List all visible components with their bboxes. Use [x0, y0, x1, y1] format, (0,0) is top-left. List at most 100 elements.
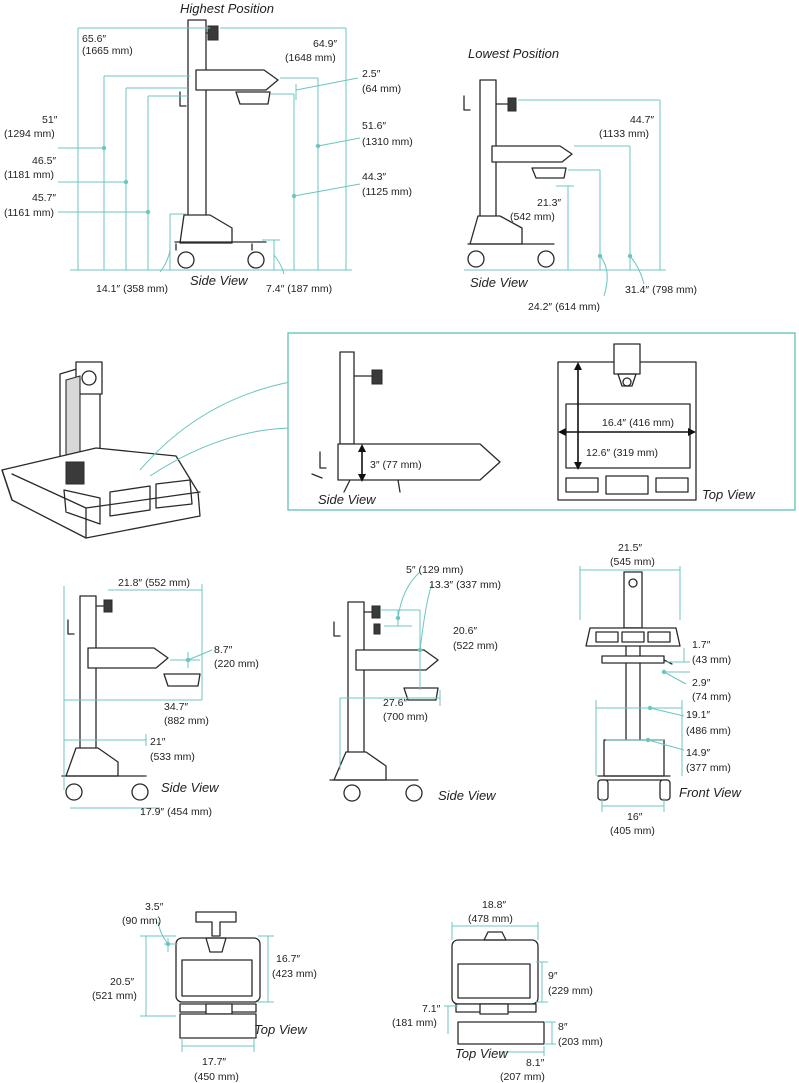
dim-21-5-metric: (545 mm)	[610, 556, 655, 568]
dim-2-5-metric: (64 mm)	[362, 83, 401, 95]
dim-20-6-metric: (522 mm)	[453, 640, 498, 652]
dim-3-5-imperial: 3.5″	[145, 901, 164, 913]
tray-side-drawing	[311, 351, 501, 493]
handle	[179, 91, 187, 107]
lowest-position-diagram: Lowest Position 44.7″ (1133 mm) 21	[463, 46, 697, 313]
cart-lowest-drawing	[463, 79, 573, 268]
dim-2-9-imperial: 2.9″	[692, 677, 711, 689]
callout-curve-top	[139, 381, 291, 471]
side-a-view-label: Side View	[161, 780, 220, 795]
dim-64-9-metric: (1648 mm)	[285, 52, 336, 64]
dim-24-2-label: 24.2″ (614 mm)	[528, 301, 600, 313]
side-view-a-diagram: 21.8″ (552 mm) 8.7″ (220 mm) 34.7″ (882 …	[61, 577, 259, 818]
cart-side-b-drawing	[329, 601, 439, 802]
dim-19-1-imperial: 19.1″	[686, 709, 710, 721]
dim-14-9-imperial: 14.9″	[686, 747, 710, 759]
dim-16-metric: (405 mm)	[610, 825, 655, 837]
dim-16-7-imperial: 16.7″	[276, 953, 300, 965]
dim-14-1-label: 14.1″ (358 mm)	[96, 283, 168, 295]
dim-20-5-metric: (521 mm)	[92, 990, 137, 1002]
highest-position-diagram: Highest Position	[4, 1, 413, 295]
top-a-view-label: Top View	[254, 1022, 308, 1037]
lowest-side-view-label: Side View	[470, 275, 529, 290]
dim-31-4-label: 31.4″ (798 mm)	[625, 284, 697, 296]
dim-21-metric: (533 mm)	[150, 751, 195, 763]
dim-17-7-metric: (450 mm)	[194, 1071, 239, 1083]
cart-front-drawing	[585, 571, 681, 801]
dim-34-7-metric: (882 mm)	[164, 715, 209, 727]
tray-detail-frame	[287, 332, 796, 511]
dim-12-6-label: 12.6″ (319 mm)	[586, 447, 658, 459]
dim-45-7-imperial: 45.7″	[32, 192, 56, 204]
dim-16-7-metric: (423 mm)	[272, 968, 317, 980]
side-b-view-label: Side View	[438, 788, 497, 803]
front-view-label: Front View	[679, 785, 743, 800]
dim-5-label: 5″ (129 mm)	[406, 564, 463, 576]
dim-20-5-imperial: 20.5″	[110, 976, 134, 988]
dim-44-3-metric: (1125 mm)	[362, 186, 412, 198]
dim-18-8-imperial: 18.8″	[482, 899, 506, 911]
dim-46-5-imperial: 46.5″	[32, 155, 56, 167]
top-a-drawing	[175, 911, 261, 1039]
dim-34-7-imperial: 34.7″	[164, 701, 188, 713]
dim-21-8-label: 21.8″ (552 mm)	[118, 577, 190, 589]
callout-curve-bottom	[149, 427, 291, 477]
top-b-view-label: Top View	[455, 1046, 509, 1061]
highest-side-view-label: Side View	[190, 273, 249, 288]
dim-27-6-imperial: 27.6″	[383, 697, 407, 709]
highest-position-title: Highest Position	[180, 1, 274, 16]
dim-45-7-metric: (1161 mm)	[4, 207, 54, 219]
dim-21-imperial: 21″	[150, 736, 166, 748]
dim-14-9-metric: (377 mm)	[686, 762, 731, 774]
front-view-diagram: 21.5″ (545 mm) 1.7″ (43 mm) 2.9″ (74 mm)…	[579, 542, 743, 837]
top-view-b-diagram: 18.8″ (478 mm) 9″ (229 mm) 7.1″ (181 mm)…	[392, 899, 603, 1083]
dim-51-6-metric: (1310 mm)	[362, 136, 413, 148]
iso-cart-top-drawing	[1, 361, 201, 539]
dim-7-1-metric: (181 mm)	[392, 1017, 437, 1029]
dim-1-7-imperial: 1.7″	[692, 639, 711, 651]
lowest-position-title: Lowest Position	[468, 46, 559, 61]
dim-46-5-metric: (1181 mm)	[4, 169, 54, 181]
dim-2-9-metric: (74 mm)	[692, 691, 731, 703]
tray-detail-diagram: Side View 3″ (77 mm) 16.4″ (416 mm) 12.6…	[1, 332, 796, 539]
dim-20-6-imperial: 20.6″	[453, 625, 477, 637]
dim-2-5-imperial: 2.5″	[362, 68, 381, 80]
dim-65-6-metric: (1665 mm)	[82, 45, 133, 57]
tray-side-view-label: Side View	[318, 492, 377, 507]
caster-rear	[247, 251, 265, 269]
cart-base	[179, 214, 233, 244]
top-view-a-diagram: 3.5″ (90 mm) 16.7″ (423 mm) 20.5″ (521 m…	[92, 901, 317, 1083]
dim-9-metric: (229 mm)	[548, 985, 593, 997]
dim-8-imperial: 8″	[558, 1021, 568, 1033]
dim-9-imperial: 9″	[548, 970, 558, 982]
dim-8-1-metric: (207 mm)	[500, 1071, 545, 1083]
dim-21-5-imperial: 21.5″	[618, 542, 642, 554]
dim-3-5-metric: (90 mm)	[122, 915, 161, 927]
dim-3-label: 3″ (77 mm)	[370, 459, 422, 471]
dim-8-7-imperial: 8.7″	[214, 644, 233, 656]
dim-21-3-metric: (542 mm)	[510, 211, 555, 223]
dim-18-8-metric: (478 mm)	[468, 913, 513, 925]
dim-21-3-imperial: 21.3″	[537, 197, 561, 209]
dim-51-imperial: 51″	[42, 114, 58, 126]
dim-44-7-metric: (1133 mm)	[599, 128, 649, 140]
side-view-b-diagram: 5″ (129 mm) 13.3″ (337 mm) 20.6″ (522 mm…	[329, 564, 501, 803]
dim-16-4-label: 16.4″ (416 mm)	[602, 417, 674, 429]
dim-17-7-imperial: 17.7″	[202, 1056, 226, 1068]
tray-top-drawing	[557, 343, 697, 501]
tray-top-view-label: Top View	[702, 487, 756, 502]
dim-8-7-metric: (220 mm)	[214, 658, 259, 670]
dim-44-7-imperial: 44.7″	[630, 114, 654, 126]
iso-tray	[1, 447, 201, 539]
dim-17-9-label: 17.9″ (454 mm)	[140, 806, 212, 818]
dim-7-4-label: 7.4″ (187 mm)	[266, 283, 332, 295]
dim-16-imperial: 16″	[627, 811, 643, 823]
dim-65-6-imperial: 65.6″	[82, 33, 106, 45]
work-surface	[195, 69, 279, 91]
dim-8-1-imperial: 8.1″	[526, 1057, 545, 1069]
dim-51-6-imperial: 51.6″	[362, 120, 386, 132]
cart-highest-drawing	[174, 19, 279, 269]
dim-27-6-metric: (700 mm)	[383, 711, 428, 723]
cart-side-a-drawing	[61, 595, 201, 801]
